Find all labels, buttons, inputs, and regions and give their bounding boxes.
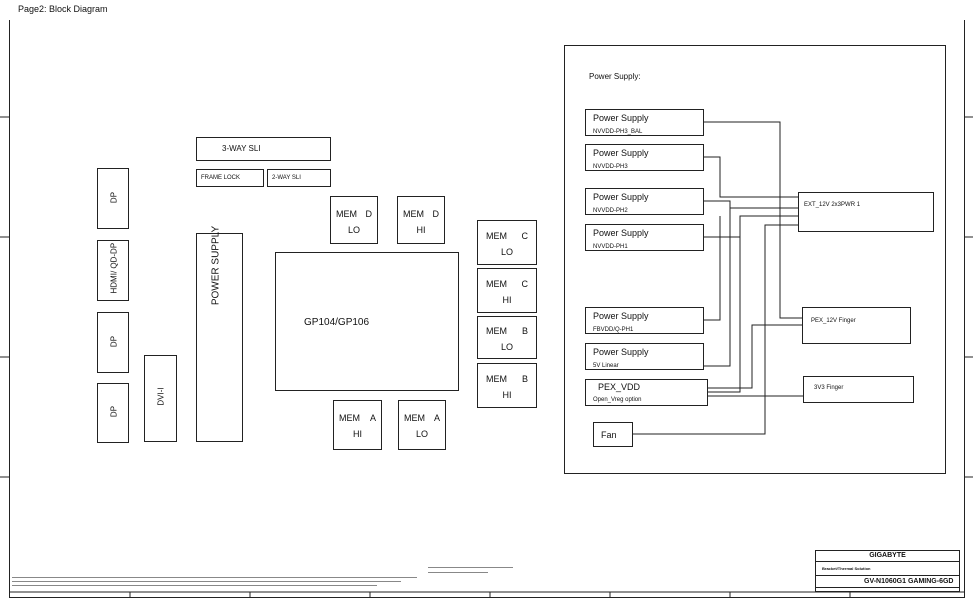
dp-connector-3: DP bbox=[97, 383, 129, 443]
sli2-label: 2-WAY SLI bbox=[272, 175, 301, 181]
mem-a-hi: MEM A HI bbox=[333, 400, 382, 450]
wire-ph1 bbox=[704, 215, 798, 238]
frame-lock-label: FRAME LOCK bbox=[201, 175, 241, 181]
mem-a-lo: MEM A LO bbox=[398, 400, 446, 450]
wire-5v bbox=[704, 208, 731, 367]
power-supply-nvvdd-ph3: Power Supply NVVDD-PH3 bbox=[585, 144, 704, 171]
power-supply-rail: NVVDD-PH1 bbox=[593, 244, 628, 250]
dp-connector-1: DP bbox=[97, 168, 129, 229]
sli2-box: 2-WAY SLI bbox=[267, 169, 331, 187]
power-supply-nvvdd-ph3-bal: Power Supply NVVDD-PH3_BAL bbox=[585, 109, 704, 136]
mem-half: HI bbox=[416, 225, 426, 235]
title-block-subtitle: Bracket/Thermal Solution bbox=[822, 566, 871, 571]
title-block-rule bbox=[816, 575, 959, 576]
mem-d-hi: MEM D HI bbox=[397, 196, 445, 244]
pex-12v-finger: PEX_12V Finger bbox=[802, 307, 911, 344]
power-supply-5v-linear: Power Supply 5V Linear bbox=[585, 343, 704, 370]
mem-label: MEM bbox=[486, 374, 507, 384]
pex-vdd-box: PEX_VDD Open_Vreg option bbox=[585, 379, 708, 406]
ext-12v-label: EXT_12V 2x3PWR 1 bbox=[804, 202, 861, 208]
title-block-rule-2 bbox=[816, 587, 959, 588]
power-supply-block: POWER SUPPLY bbox=[196, 226, 243, 442]
title-block-company-row: GIGABYTE bbox=[816, 551, 959, 562]
mem-label: MEM bbox=[404, 413, 425, 423]
mem-half: LO bbox=[500, 247, 513, 257]
wire-ph3-bal bbox=[704, 121, 802, 319]
power-panel-title: Power Supply: bbox=[589, 72, 641, 81]
mem-channel: C bbox=[521, 279, 529, 289]
legal-notice bbox=[12, 576, 417, 590]
mem-label: MEM bbox=[486, 231, 507, 241]
pex-vdd-label: PEX_VDD bbox=[598, 382, 641, 392]
mem-d-lo: MEM D LO bbox=[330, 196, 378, 244]
dvi-connector: DVI-I bbox=[144, 355, 177, 442]
power-supply-nvvdd-ph1: Power Supply NVVDD-PH1 bbox=[585, 224, 704, 251]
power-supply-rail: NVVDD-PH2 bbox=[593, 208, 628, 214]
sheet-border bbox=[9, 20, 965, 598]
frame-lock-box: FRAME LOCK bbox=[196, 169, 264, 187]
page-title: Page2: Block Diagram bbox=[18, 4, 108, 14]
mem-c-lo: MEM C LO bbox=[477, 220, 537, 265]
mem-half: HI bbox=[502, 295, 512, 305]
ext-12v-connector: EXT_12V 2x3PWR 1 bbox=[798, 192, 934, 232]
wire-ph3 bbox=[704, 156, 798, 198]
mem-half: LO bbox=[347, 225, 360, 235]
gpu-label: GP104/GP106 bbox=[304, 317, 370, 328]
v33-label: 3V3 Finger bbox=[814, 385, 844, 391]
mem-channel: C bbox=[521, 231, 529, 241]
power-supply-name: Power Supply bbox=[593, 113, 649, 123]
mem-channel: B bbox=[521, 374, 528, 384]
power-supply-rail: 5V Linear bbox=[593, 363, 619, 369]
wire-pex-12v bbox=[708, 324, 802, 389]
mem-c-hi: MEM C HI bbox=[477, 268, 537, 313]
sli3-label: 3-WAY SLI bbox=[222, 144, 261, 153]
mem-label: MEM bbox=[403, 209, 424, 219]
mem-channel: B bbox=[521, 326, 528, 336]
power-supply-rail: NVVDD-PH3_BAL bbox=[593, 129, 643, 135]
power-supply-rail: FBVDD/Q-PH1 bbox=[593, 327, 634, 333]
assembly-notes bbox=[428, 565, 513, 577]
pex-vdd-note: Open_Vreg option bbox=[593, 397, 642, 403]
dp-connector-2: DP bbox=[97, 312, 129, 373]
wire-fbvdd bbox=[704, 216, 721, 321]
sli3-connector: 3-WAY SLI bbox=[196, 137, 331, 161]
hdmi-connector: HDMI/ QD-DP bbox=[97, 240, 129, 301]
fan-label: Fan bbox=[601, 430, 617, 440]
power-supply-fbvdd: Power Supply FBVDD/Q-PH1 bbox=[585, 307, 704, 334]
wire-ph2 bbox=[704, 200, 798, 209]
power-supply-name: Power Supply bbox=[593, 148, 649, 158]
mem-channel: A bbox=[369, 413, 376, 423]
v33-finger: 3V3 Finger bbox=[803, 376, 914, 403]
title-block: GIGABYTE Bracket/Thermal Solution GV-N10… bbox=[815, 550, 960, 592]
mem-label: MEM bbox=[339, 413, 360, 423]
mem-label: MEM bbox=[336, 209, 357, 219]
mem-half: HI bbox=[502, 390, 512, 400]
mem-half: LO bbox=[500, 342, 513, 352]
title-block-model: GV-N1060G1 GAMING-6GD bbox=[864, 578, 954, 585]
mem-label: MEM bbox=[486, 279, 507, 289]
mem-half: LO bbox=[415, 429, 428, 439]
company-name: GIGABYTE bbox=[869, 552, 906, 559]
wire-fan bbox=[633, 224, 798, 435]
wire-pex-vdd bbox=[708, 237, 741, 393]
mem-b-hi: MEM B HI bbox=[477, 363, 537, 408]
mem-channel: D bbox=[365, 209, 373, 219]
power-supply-name: Power Supply bbox=[593, 192, 649, 202]
power-supply-nvvdd-ph2: Power Supply NVVDD-PH2 bbox=[585, 188, 704, 215]
mem-half: HI bbox=[353, 429, 362, 439]
power-supply-name: Power Supply bbox=[593, 311, 649, 321]
mem-channel: D bbox=[432, 209, 440, 219]
gpu-block: GP104/GP106 bbox=[275, 252, 459, 391]
power-supply-name: Power Supply bbox=[593, 347, 649, 357]
mem-label: MEM bbox=[486, 326, 507, 336]
fan-box: Fan bbox=[593, 422, 633, 447]
power-supply-rail: NVVDD-PH3 bbox=[593, 164, 628, 170]
power-supply-name: Power Supply bbox=[593, 228, 649, 238]
mem-b-lo: MEM B LO bbox=[477, 316, 537, 359]
mem-channel: A bbox=[433, 413, 440, 423]
pex-12v-label: PEX_12V Finger bbox=[811, 318, 856, 324]
